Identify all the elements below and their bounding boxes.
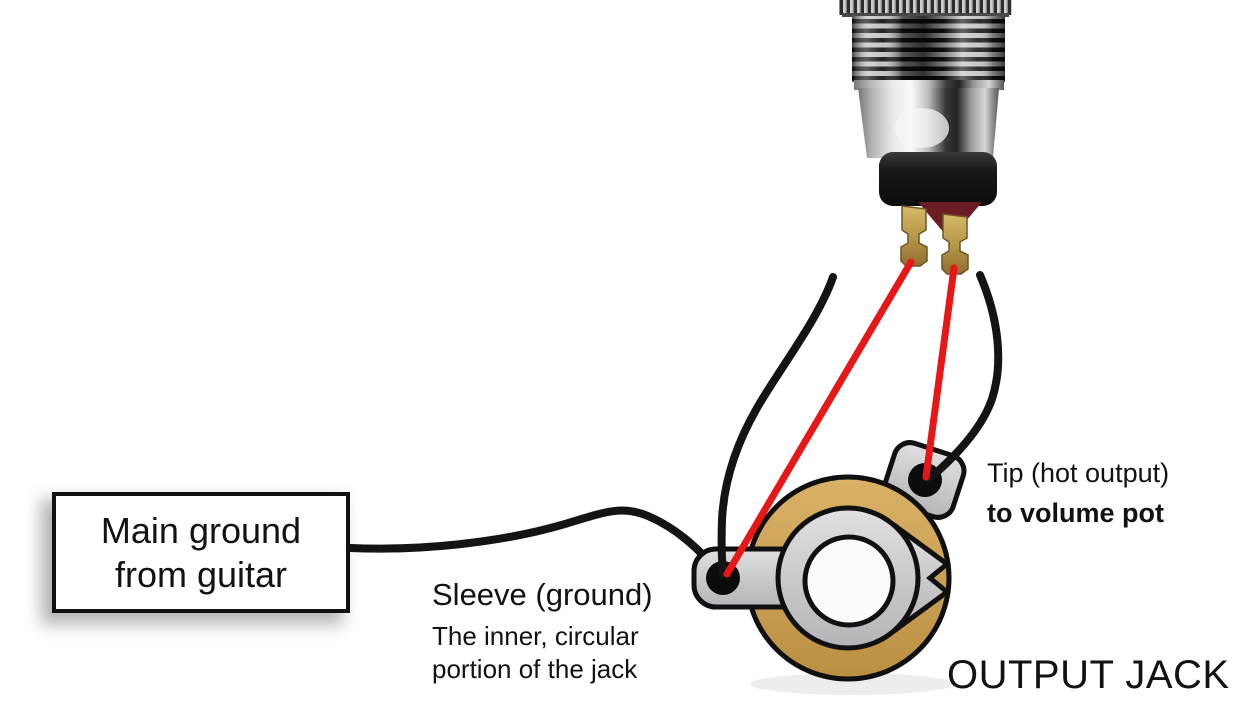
black-wire-to-sleeve	[717, 273, 837, 578]
jack-black-base	[879, 152, 997, 206]
ground-box-line1: Main ground	[100, 509, 302, 551]
shaft-groove	[854, 80, 1004, 90]
tip-label-line1: Tip (hot output)	[987, 458, 1170, 488]
sleeve-label-desc1: The inner, circular	[432, 621, 639, 652]
main-ground-label-box: Main ground from guitar	[52, 492, 350, 613]
red-wire-to-sleeve	[723, 258, 915, 578]
jack-shadow	[750, 673, 954, 695]
red-wire-to-tip	[922, 264, 958, 481]
ground-box-line2: from guitar	[114, 553, 288, 595]
sleeve-label: Sleeve (ground) The inner, circular port…	[432, 577, 712, 686]
knurled-nut	[839, 0, 1012, 15]
tip-solder-lug-gold	[941, 213, 969, 275]
nut-rim	[842, 13, 1009, 17]
black-wire-to-tip	[925, 271, 1003, 483]
threaded-shaft	[852, 16, 1005, 82]
output-jack-caption: OUTPUT JACK	[947, 653, 1230, 697]
sleeve-label-desc2: portion of the jack	[432, 654, 638, 685]
chrome-highlight	[895, 108, 949, 148]
jack-center-hole	[802, 534, 896, 628]
sleeve-label-title: Sleeve (ground)	[432, 577, 653, 612]
tip-label: Tip (hot output) to volume pot	[987, 458, 1217, 529]
sleeve-solder-lug-gold	[900, 205, 928, 267]
main-ground-wire	[346, 506, 726, 582]
tip-label-line2: to volume pot	[987, 498, 1164, 529]
barrel-jack-photo	[839, 0, 1012, 275]
